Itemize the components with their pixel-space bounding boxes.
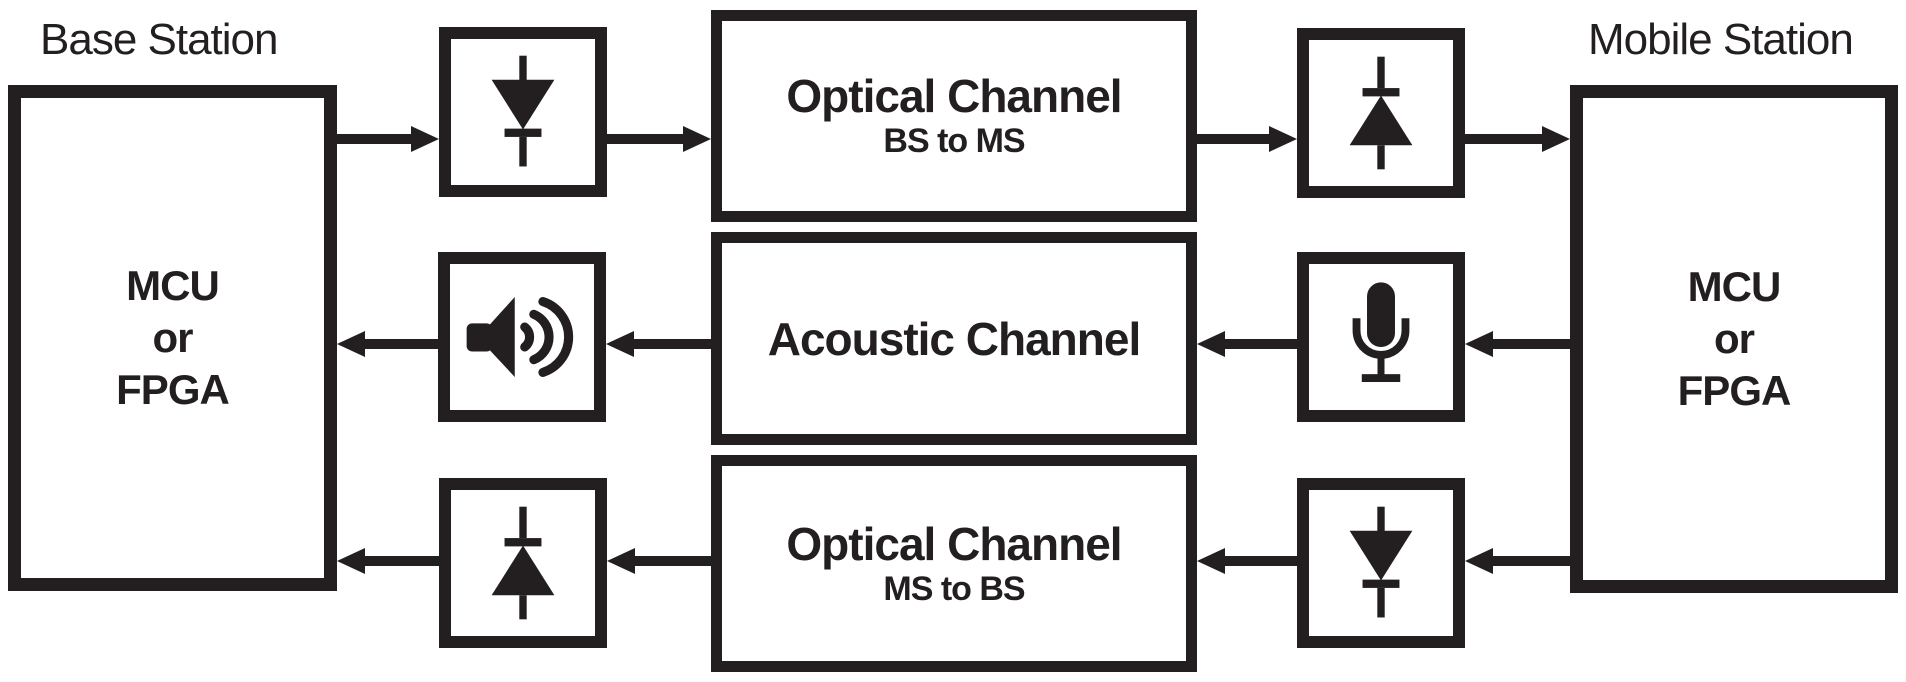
- acoustic-channel-title: Acoustic Channel: [767, 312, 1142, 365]
- mobile-station-unit-text: MCU or FPGA: [1677, 261, 1792, 417]
- photodiode-up-icon: [1339, 53, 1423, 173]
- base-unit-line-2: or: [152, 314, 193, 361]
- arrow-acoustic-to-speaker: [634, 339, 711, 349]
- bs-speaker-box: [438, 252, 606, 422]
- optical-channel-bs-to-ms-box: Optical Channel BS to MS: [711, 10, 1197, 222]
- arrowhead-ms-to-led: [1465, 548, 1493, 574]
- arrow-optical-bs-ms-to-photodiode: [1197, 134, 1271, 144]
- arrowhead-led-to-optical-ms-bs: [1197, 548, 1225, 574]
- arrowhead-optical-bs-ms-to-photodiode: [1269, 126, 1297, 152]
- optical-channel-bs-to-ms-subtitle: BS to MS: [883, 122, 1025, 160]
- arrow-ms-to-microphone: [1493, 339, 1570, 349]
- mobile-station-label: Mobile Station: [1588, 15, 1854, 64]
- arrowhead-bs-to-led: [411, 126, 439, 152]
- base-station-unit-text: MCU or FPGA: [116, 260, 230, 416]
- bs-receive-photodiode-box: [439, 478, 607, 648]
- bs-transmit-led-box: [439, 27, 607, 197]
- mobile-unit-line-1: MCU: [1687, 263, 1782, 310]
- arrowhead-ms-to-microphone: [1465, 331, 1493, 357]
- mobile-unit-line-3: FPGA: [1677, 367, 1792, 414]
- arrow-microphone-to-acoustic: [1225, 339, 1297, 349]
- arrow-photodiode-to-ms: [1465, 134, 1544, 144]
- led-diode-down-icon: [1339, 503, 1423, 623]
- arrowhead-acoustic-to-speaker: [606, 331, 634, 357]
- base-unit-line-1: MCU: [126, 262, 220, 309]
- arrow-ms-to-led: [1493, 556, 1570, 566]
- base-unit-line-3: FPGA: [116, 366, 230, 413]
- ms-microphone-box: [1297, 252, 1465, 422]
- arrow-speaker-to-bs: [365, 339, 438, 349]
- photodiode-up-icon: [481, 503, 565, 623]
- arrow-photodiode-to-bs: [365, 556, 439, 566]
- arrowhead-microphone-to-acoustic: [1197, 331, 1225, 357]
- acoustic-channel-box: Acoustic Channel: [711, 232, 1197, 445]
- optical-channel-ms-to-bs-title: Optical Channel: [786, 517, 1122, 570]
- led-diode-down-icon: [481, 52, 565, 172]
- optical-channel-bs-to-ms-title: Optical Channel: [786, 70, 1122, 122]
- arrowhead-photodiode-to-ms: [1542, 126, 1570, 152]
- mobile-station-box: MCU or FPGA: [1570, 85, 1898, 593]
- arrowhead-led-to-optical-bs-ms: [683, 126, 711, 152]
- microphone-icon: [1336, 278, 1426, 396]
- ms-transmit-led-box: [1297, 478, 1465, 648]
- base-station-box: MCU or FPGA: [8, 85, 337, 591]
- arrowhead-speaker-to-bs: [337, 331, 365, 357]
- base-station-label: Base Station: [40, 15, 278, 64]
- arrow-led-to-optical-ms-bs: [1225, 556, 1297, 566]
- mobile-unit-line-2: or: [1713, 315, 1755, 362]
- arrowhead-photodiode-to-bs: [337, 548, 365, 574]
- optical-channel-ms-to-bs-subtitle: MS to BS: [883, 569, 1025, 608]
- arrow-bs-to-led: [337, 134, 413, 144]
- arrow-optical-ms-bs-to-photodiode: [635, 556, 711, 566]
- optical-channel-ms-to-bs-box: Optical Channel MS to BS: [711, 455, 1197, 672]
- arrowhead-optical-ms-bs-to-photodiode: [607, 548, 635, 574]
- speaker-icon: [463, 287, 581, 387]
- ms-receive-photodiode-box: [1297, 28, 1465, 198]
- arrow-led-to-optical-bs-ms: [607, 134, 685, 144]
